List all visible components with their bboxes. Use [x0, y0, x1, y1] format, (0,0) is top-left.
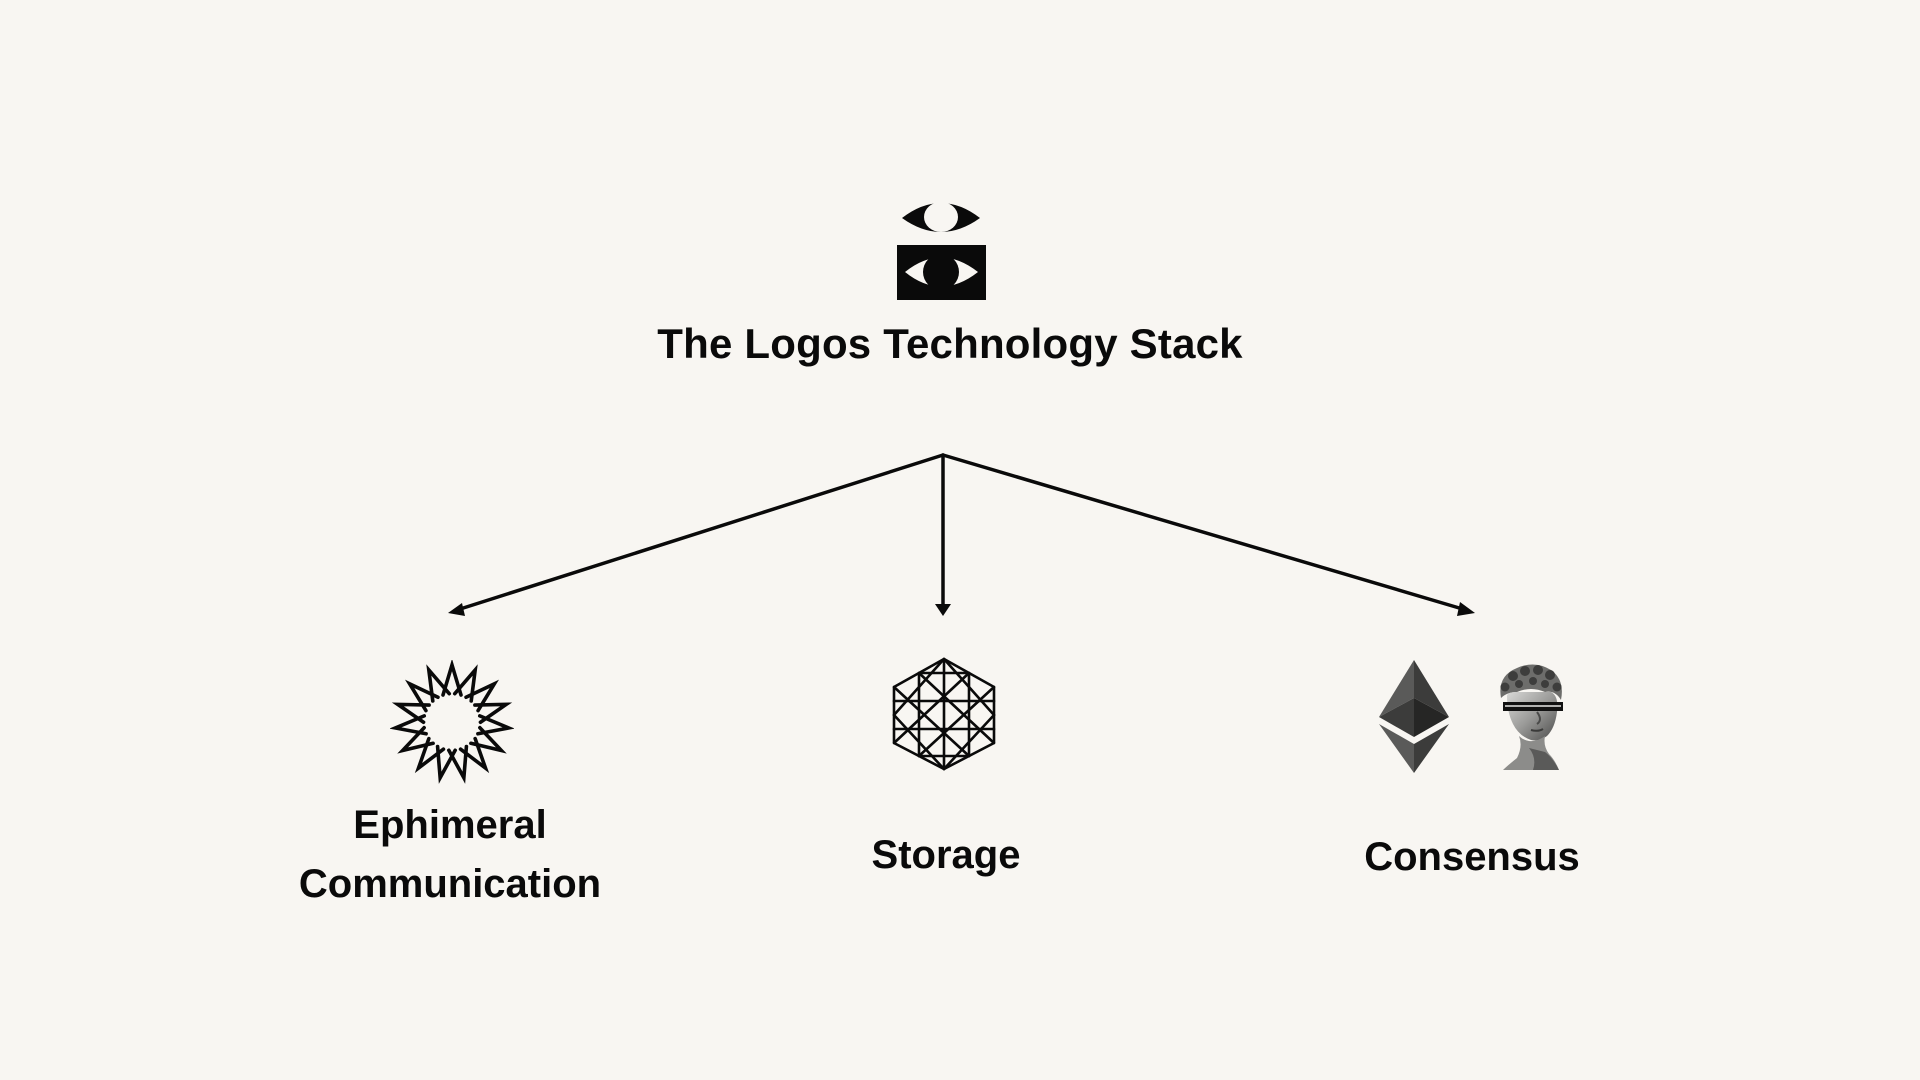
label-line: Consensus — [1364, 835, 1580, 879]
label-line: Storage — [871, 833, 1021, 877]
logos-eye-logo — [897, 202, 986, 300]
arrowhead-ephemeral — [448, 603, 465, 616]
codex-hexagon-grid-icon — [892, 657, 996, 771]
arrow-to-consensus — [941, 453, 1468, 612]
diagram-title: The Logos Technology Stack — [657, 320, 1243, 367]
node-label-storage: Storage — [796, 826, 1096, 885]
arrow-to-ephemeral — [455, 453, 945, 612]
waku-starburst-icon — [390, 660, 514, 784]
classical-bust-icon — [1500, 664, 1563, 770]
label-line: Communication — [298, 862, 602, 906]
label-line: Ephimeral — [353, 803, 547, 847]
node-label-ephemeral-communication: Ephimeral Communication — [250, 796, 650, 914]
ethereum-diamond-icon — [1378, 660, 1450, 773]
node-label-consensus: Consensus — [1322, 828, 1622, 887]
arrowhead-consensus — [1457, 602, 1475, 616]
arrowhead-storage — [935, 604, 951, 616]
